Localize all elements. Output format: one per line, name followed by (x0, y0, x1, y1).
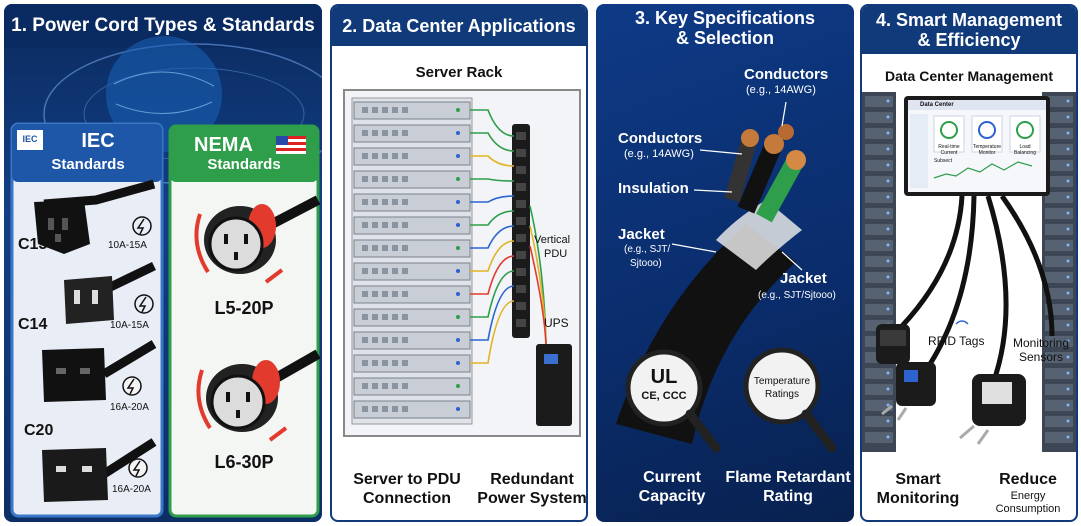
jacket-left-sub-2: Sjtooo) (630, 258, 662, 269)
iec-badge: IEC (22, 134, 38, 144)
server-unit (353, 147, 471, 166)
caption-reduce-sub: Energy Consumption (995, 490, 1061, 515)
rack-label: Server Rack (415, 64, 503, 81)
rfid-signal-icon (955, 320, 969, 325)
caption-smart-monitoring: Smart Monitoring (876, 471, 960, 507)
jacket-left-sub-1: (e.g., SJT/ (624, 244, 671, 255)
c20-label: C20 (24, 422, 54, 439)
panel-title-line1: 3. Key Specifications (634, 8, 816, 28)
iec-logo-icon (17, 130, 43, 150)
insulation-label: Insulation (618, 180, 689, 197)
caption-reduce: Reduce (999, 471, 1057, 488)
c13-label: C13 (18, 236, 48, 253)
temperature-label-1: Temperature (753, 376, 811, 387)
server-unit (353, 377, 471, 396)
nema-l6-30p-plug-icon (196, 349, 321, 442)
conductors-top-label: Conductors (744, 66, 829, 83)
l6-30p-label: L6-30P (214, 452, 274, 472)
iec-title: IEC (81, 130, 115, 152)
ups-icon (536, 344, 572, 426)
smart-plug-1-icon (876, 324, 910, 364)
rfid-tags-label: RFID Tags (928, 334, 985, 348)
server-unit (353, 193, 471, 212)
temperature-magnifier-icon (743, 347, 837, 453)
conductor-wires-icon (724, 124, 806, 223)
jacket-left-label: Jacket (618, 226, 665, 243)
panel-title-line2: & Efficiency (917, 30, 1021, 50)
connector-c20-icon (42, 438, 157, 502)
panel-key-specifications: 3. Key Specifications & Selection (596, 4, 854, 522)
c20-rating: 16A-20A (112, 484, 151, 495)
panel-title: 2. Data Center Applications (332, 6, 586, 46)
chart-label: Subsect (934, 158, 953, 164)
caption-current-capacity: Current Capacity (638, 469, 706, 505)
connector-c14-icon (64, 261, 156, 324)
temperature-label-2: Ratings (765, 389, 799, 400)
cable-cross-section-illustration (616, 101, 837, 453)
rack-illustration (343, 89, 581, 437)
caption-server-to-pdu: Server to PDU Connection (353, 471, 461, 507)
panel-smart-management: 4. Smart Management & Efficiency Data Ce… (860, 4, 1078, 522)
power-rating-icon (122, 216, 154, 478)
panel4-illustration (862, 92, 1076, 452)
conductors-top-sub: (e.g., 14AWG) (746, 84, 816, 96)
connector-c19-icon (42, 340, 157, 402)
server-unit (353, 308, 471, 327)
pdu-icon (512, 124, 530, 338)
pdu-label-2: PDU (544, 248, 568, 260)
server-unit (353, 170, 471, 189)
server-unit (353, 354, 471, 373)
conductors-left-label: Conductors (618, 130, 703, 147)
connector-c13-icon (34, 179, 156, 254)
server-unit (353, 216, 471, 235)
server-unit (353, 239, 471, 258)
c13-rating: 10A-15A (108, 240, 147, 251)
monitoring-sensors-label: Monitoring Sensors (1012, 336, 1070, 364)
c14-rating: 10A-15A (110, 320, 149, 331)
c14-label: C14 (18, 316, 48, 333)
panel1-illustration (10, 36, 322, 518)
caption-redundant-power: Redundant Power System (477, 471, 587, 507)
us-flag-icon (276, 136, 306, 154)
nema-title: NEMA (194, 134, 253, 156)
server-unit (353, 285, 471, 304)
card-label-1: Real-time Current (938, 144, 960, 156)
server-unit (353, 124, 471, 143)
ups-label: UPS (544, 316, 569, 330)
panel-title: 3. Key Specifications & Selection (596, 8, 854, 48)
jacket-right-sub: (e.g., SJT/Sjtooo) (758, 290, 836, 301)
ul-label: UL (650, 366, 678, 388)
nema-subtitle: Standards (207, 156, 281, 173)
ul-sub-label: CE, CCC (641, 390, 687, 402)
server-unit (353, 331, 471, 350)
dashboard-title: Data Center (920, 102, 954, 108)
server-units (353, 101, 471, 419)
panel-title-line1: 4. Smart Management (875, 10, 1063, 30)
server-unit (353, 101, 471, 120)
panel-title: 4. Smart Management & Efficiency (862, 6, 1076, 54)
card-label-2: Temperature Monitor (972, 144, 1002, 156)
ul-certification-magnifier-icon (625, 349, 721, 453)
card-label-3: Load Balancing (1014, 144, 1036, 156)
panel-title-line2: & Selection (675, 28, 775, 48)
iec-subtitle: Standards (51, 156, 125, 173)
l5-20p-label: L5-20P (214, 298, 274, 318)
server-unit (353, 262, 471, 281)
smart-plug-2-icon (881, 362, 936, 421)
panel-power-cord-types: 1. Power Cord Types & Standards (4, 4, 322, 522)
smart-plug-3-icon (959, 374, 1026, 445)
c19-rating: 16A-20A (110, 402, 149, 413)
nema-l5-20p-plug-icon (194, 195, 321, 284)
dc-management-subtitle: Data Center Management (884, 68, 1054, 84)
pdu-label-1: Vertical (534, 234, 571, 246)
jacket-right-label: Jacket (780, 270, 827, 287)
server-unit (353, 400, 471, 419)
conductors-left-sub: (e.g., 14AWG) (624, 148, 694, 160)
caption-flame-retardant: Flame Retardant Rating (725, 469, 851, 505)
panel-data-center-applications: 2. Data Center Applications Server Rack … (330, 4, 588, 522)
